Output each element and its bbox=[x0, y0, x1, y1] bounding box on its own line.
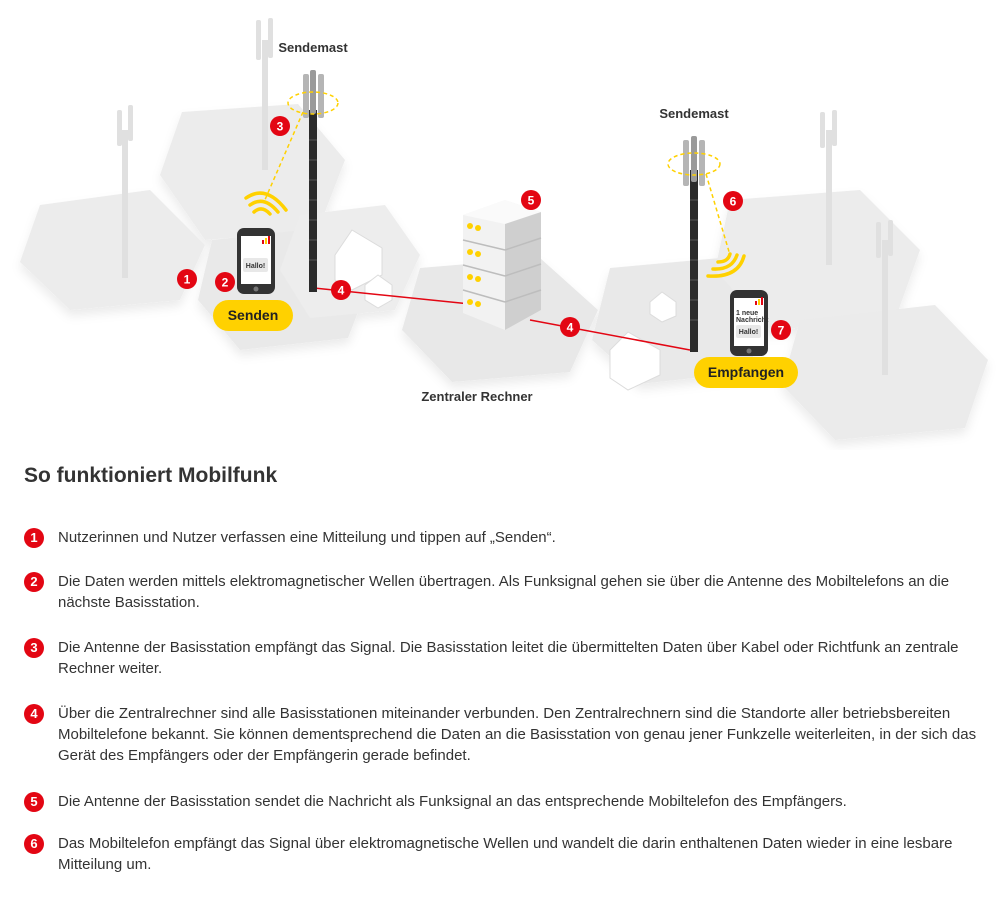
step-marker: 5 bbox=[521, 190, 541, 210]
svg-text:3: 3 bbox=[277, 120, 284, 134]
svg-text:4: 4 bbox=[567, 321, 574, 335]
background-masts bbox=[117, 18, 893, 375]
signal-waves-left bbox=[244, 191, 288, 216]
phone-right-notice-line1: 1 neue bbox=[736, 310, 758, 317]
step-description: Die Daten werden mittels elektromagnetis… bbox=[58, 573, 950, 611]
tower-left bbox=[287, 70, 339, 292]
step-number-badge: 5 bbox=[24, 792, 44, 812]
step-description: Das Mobiltelefon empfängt das Signal übe… bbox=[58, 835, 953, 873]
step-marker: 3 bbox=[270, 116, 290, 136]
step-number-badge: 2 bbox=[24, 572, 44, 592]
cell-tile bbox=[160, 104, 345, 240]
receive-button-label: Empfangen bbox=[708, 364, 784, 380]
step-description: Nutzerinnen und Nutzer verfassen eine Mi… bbox=[58, 529, 556, 546]
step-marker: 4 bbox=[560, 317, 580, 337]
step-marker: 7 bbox=[771, 320, 791, 340]
step-description: Über die Zentralrechner sind alle Basiss… bbox=[58, 705, 977, 764]
server-label: Zentraler Rechner bbox=[421, 389, 532, 404]
tower-left-label: Sendemast bbox=[278, 40, 348, 55]
tower-right-label: Sendemast bbox=[659, 106, 729, 121]
svg-text:4: 4 bbox=[338, 284, 345, 298]
step-number-badge: 3 bbox=[24, 638, 44, 658]
svg-text:2: 2 bbox=[222, 276, 229, 290]
step-description: Die Antenne der Basisstation empfängt da… bbox=[58, 639, 959, 677]
tower-right bbox=[667, 136, 721, 352]
receive-button[interactable]: Empfangen bbox=[694, 357, 798, 388]
phone-right-message: Hallo! bbox=[739, 329, 758, 336]
houses bbox=[334, 229, 677, 391]
step-marker: 1 bbox=[177, 269, 197, 289]
step-marker: 4 bbox=[331, 280, 351, 300]
phone-right-notice-line2: Nachricht bbox=[736, 317, 769, 324]
step-marker: 2 bbox=[215, 272, 235, 292]
radio-signal-paths bbox=[263, 111, 731, 256]
signal-waves-right bbox=[706, 252, 746, 278]
cell-tile bbox=[20, 190, 205, 310]
section-heading: So funktioniert Mobilfunk bbox=[24, 464, 278, 487]
phone-left: Hallo! bbox=[237, 228, 275, 294]
mobile-network-diagram: Hallo! 1 neue Nachricht Hallo! Senden Em… bbox=[20, 18, 988, 440]
step-number-badge: 6 bbox=[24, 834, 44, 854]
step-number-badge: 4 bbox=[24, 704, 44, 724]
svg-text:6: 6 bbox=[730, 195, 737, 209]
central-server bbox=[462, 200, 542, 330]
svg-text:7: 7 bbox=[778, 324, 785, 338]
svg-text:1: 1 bbox=[184, 273, 191, 287]
svg-text:5: 5 bbox=[528, 194, 535, 208]
step-marker: 6 bbox=[723, 191, 743, 211]
phone-left-message: Hallo! bbox=[246, 263, 265, 270]
send-button[interactable]: Senden bbox=[213, 300, 293, 331]
step-number-badge: 1 bbox=[24, 528, 44, 548]
step-description: Die Antenne der Basisstation sendet die … bbox=[58, 793, 847, 810]
send-button-label: Senden bbox=[228, 307, 279, 323]
phone-right: 1 neue Nachricht Hallo! bbox=[730, 290, 769, 356]
